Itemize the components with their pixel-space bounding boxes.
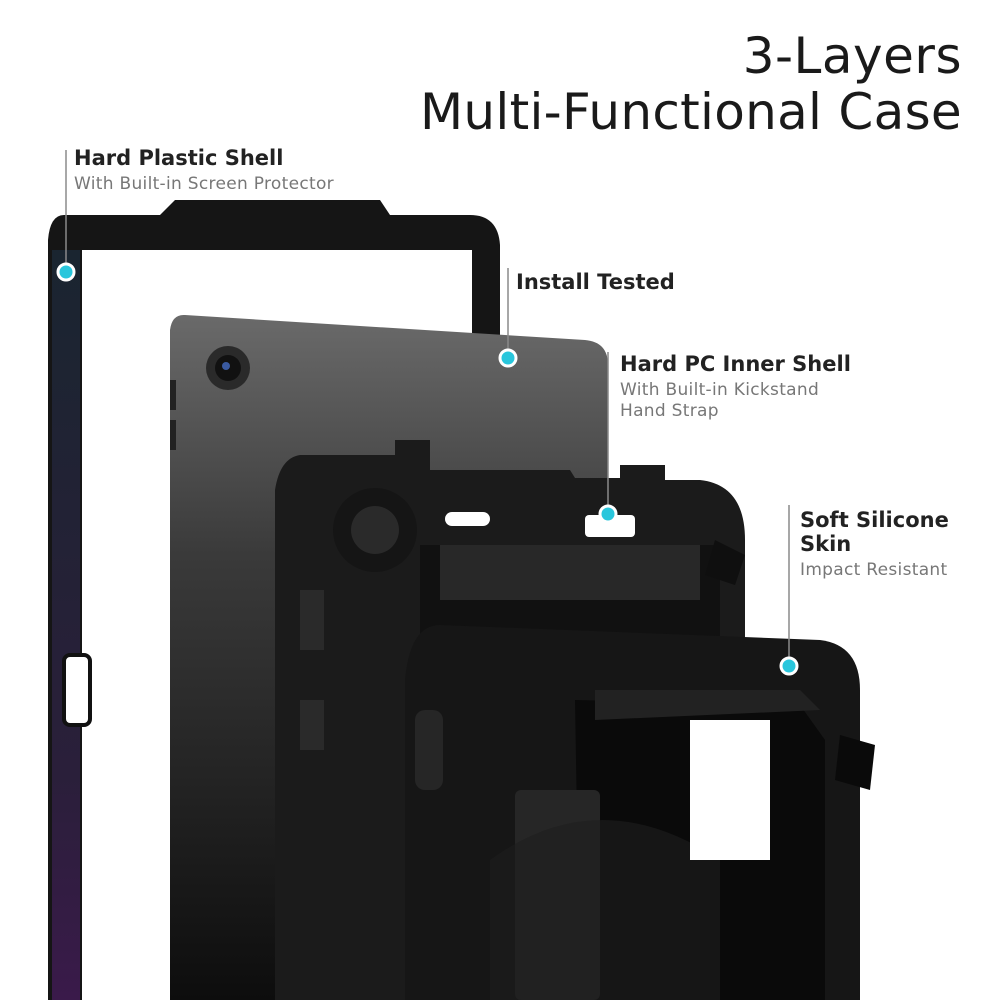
callout-inner-subtitle-2: Hand Strap [620, 401, 719, 422]
callout-skin-subtitle: Impact Resistant [800, 560, 948, 580]
callout-install-tested: Install Tested [516, 270, 675, 294]
callout-soft-silicone-skin: Soft Silicone Skin Impact Resistant [800, 508, 1000, 581]
callout-dot-shell [56, 262, 76, 282]
callout-dot-skin [779, 656, 799, 676]
callout-inner-title: Hard PC Inner Shell [620, 352, 851, 376]
callout-skin-title: Soft Silicone Skin [800, 508, 949, 556]
soft-silicone-skin [405, 625, 875, 1000]
page-title: 3-Layers Multi-Functional Case [420, 28, 962, 140]
title-line-1: 3-Layers [742, 27, 962, 85]
callout-dot-inner [598, 504, 618, 524]
callout-shell-subtitle: With Built-in Screen Protector [74, 174, 334, 194]
callout-hard-plastic-shell: Hard Plastic Shell With Built-in Screen … [74, 146, 334, 195]
callout-lines [65, 150, 790, 666]
callout-hard-pc-inner-shell: Hard PC Inner Shell With Built-in Kickst… [620, 352, 851, 423]
title-line-2: Multi-Functional Case [419, 83, 962, 141]
callout-dots [56, 262, 799, 676]
callout-inner-subtitle-1: With Built-in Kickstand [620, 380, 820, 400]
callout-install-title: Install Tested [516, 270, 675, 294]
callout-dot-install [498, 348, 518, 368]
callout-shell-title: Hard Plastic Shell [74, 146, 284, 170]
